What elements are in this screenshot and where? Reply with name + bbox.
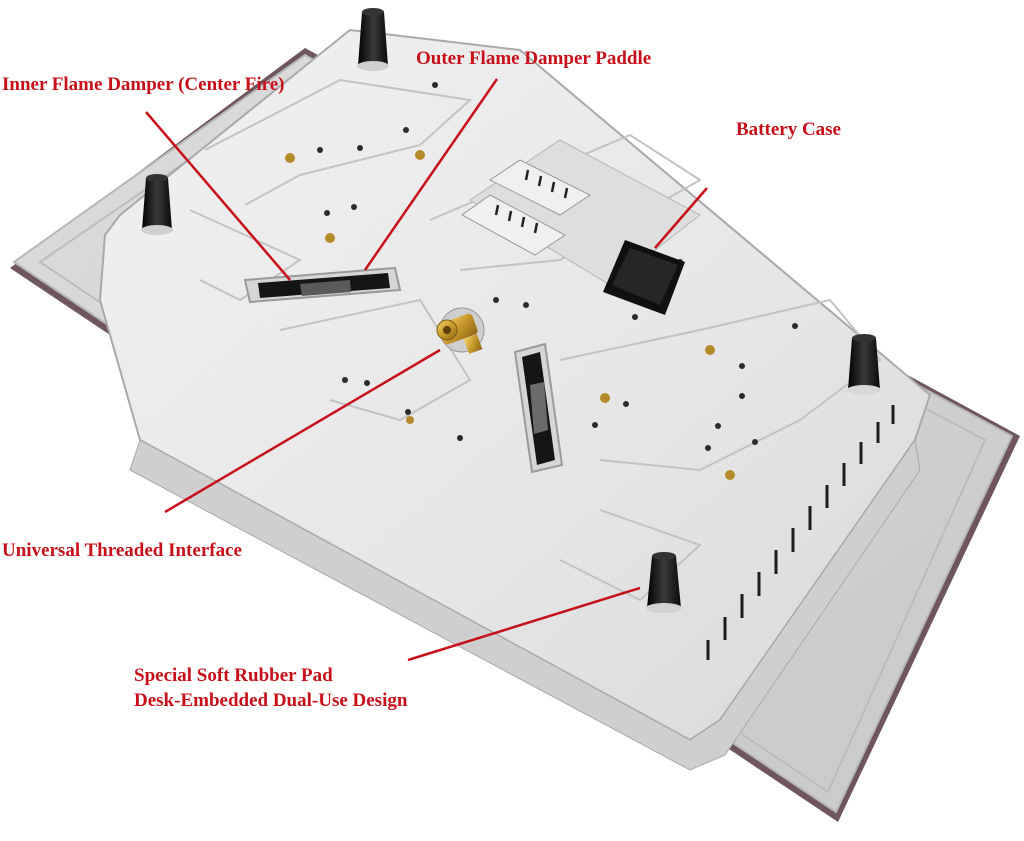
rubber-foot-right (847, 334, 881, 395)
side-vents (706, 405, 895, 660)
brass-screws (285, 150, 735, 480)
callout-threaded-interface: Universal Threaded Interface (2, 540, 242, 561)
outer-flame-damper-slot (513, 342, 564, 474)
leader-battery-case (654, 187, 708, 249)
threaded-interface-fitting (436, 307, 485, 354)
rubber-foot-top (357, 8, 389, 71)
callout-rubber-pad: Special Soft Rubber Pad Desk-Embedded Du… (134, 663, 407, 713)
inner-flame-damper-slot (243, 266, 402, 304)
leader-threaded-interface (164, 348, 441, 514)
battery-area (461, 139, 701, 315)
callout-inner-flame-damper: Inner Flame Damper (Center Fire) (2, 74, 285, 95)
callout-outer-flame-damper: Outer Flame Damper Paddle (416, 48, 652, 69)
leader-inner-damper (145, 111, 291, 281)
callout-rubber-pad-line2: Desk-Embedded Dual-Use Design (134, 690, 408, 711)
rubber-feet (141, 8, 881, 613)
rubber-foot-bottom (646, 552, 682, 613)
leader-outer-damper (363, 78, 499, 271)
leader-rubber-pad (407, 586, 641, 662)
rubber-foot-left (141, 174, 173, 235)
callout-battery-case: Battery Case (736, 119, 841, 140)
leader-lines (145, 78, 708, 662)
callout-rubber-pad-line1: Special Soft Rubber Pad (134, 665, 333, 686)
